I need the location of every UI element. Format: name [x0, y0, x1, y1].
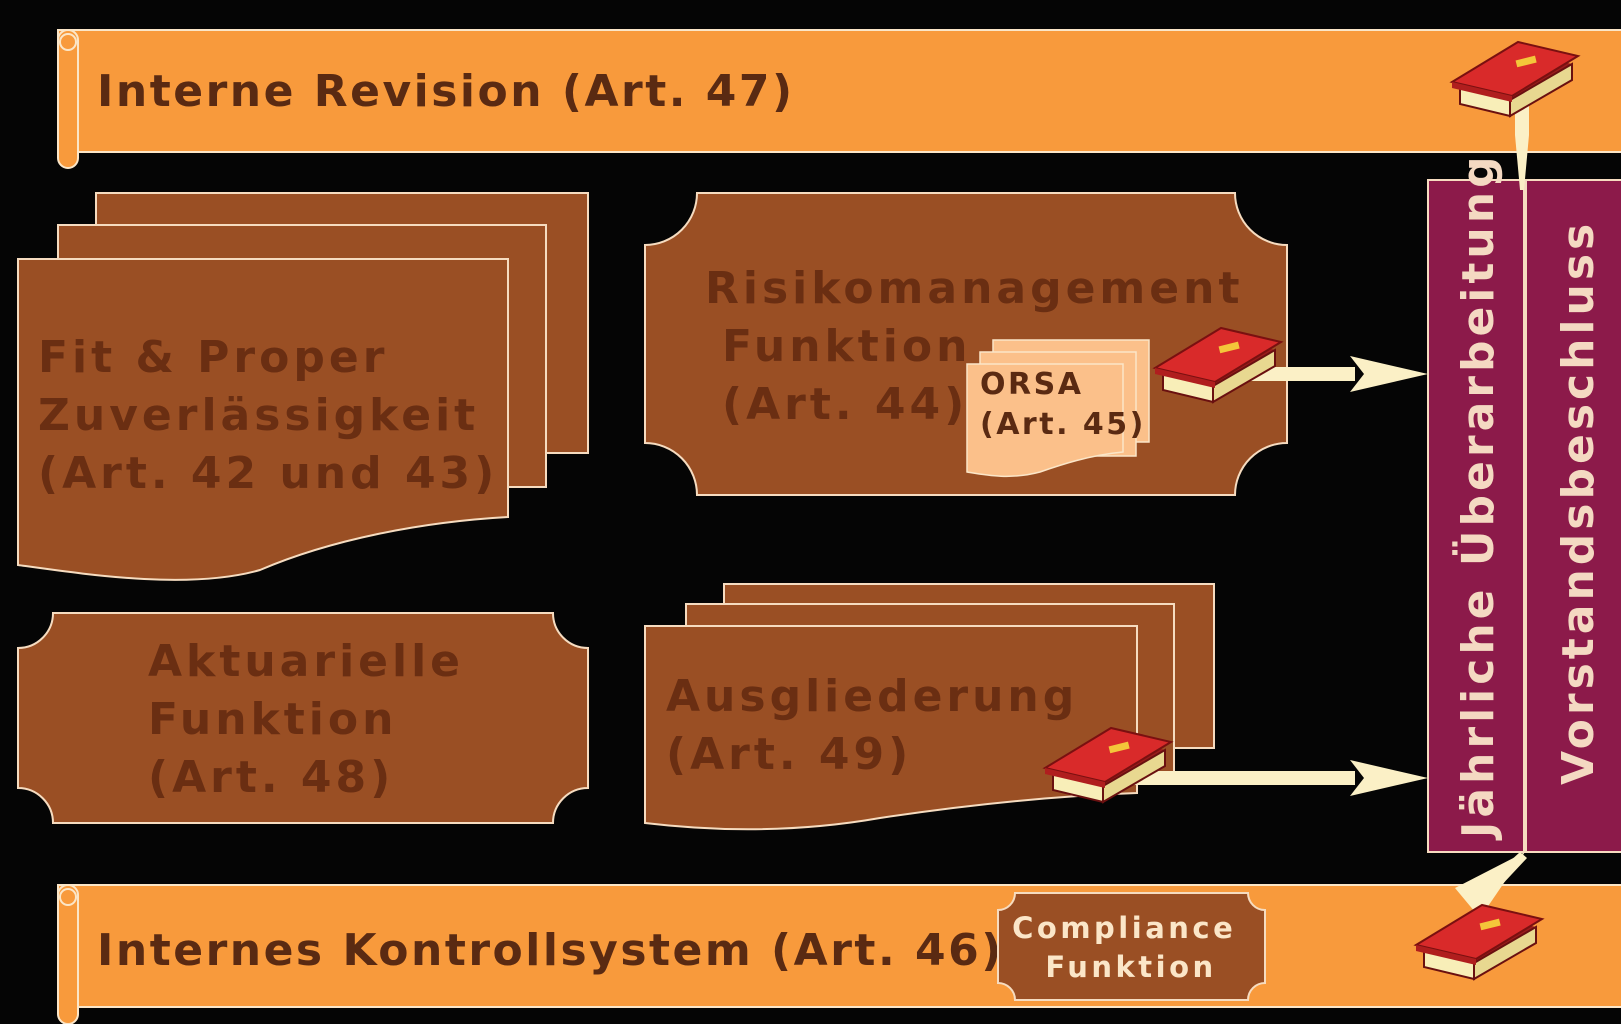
compliance-text: Compliance Funktion — [1012, 911, 1250, 984]
compliance-line-2: Funktion — [1045, 950, 1216, 984]
orsa-text: ORSA (Art. 45) — [980, 367, 1146, 442]
ausgliederung-line-2: (Art. 49) — [666, 729, 912, 780]
ics-banner: Internes Kontrollsystem (Art. 46) — [57, 884, 1621, 1024]
fit-proper-text: Fit & Proper Zuverlässigkeit (Art. 42 un… — [38, 332, 499, 499]
revision-to-columns-arrow — [1515, 92, 1529, 190]
orsa-line-1: ORSA — [980, 367, 1083, 402]
risk-to-review-arrow — [1245, 356, 1428, 392]
fit-proper-document — [17, 258, 509, 581]
fit-proper-line-1: Fit & Proper — [38, 332, 388, 383]
risikomanagement-line-2: Funktion — [722, 321, 971, 372]
orsa-line-2: (Art. 45) — [980, 407, 1146, 442]
board-decision-label: Vorstandsbeschluss — [1553, 220, 1604, 785]
compliance-plaque: Compliance Funktion — [997, 892, 1266, 1001]
aktuarielle-text: Aktuarielle Funktion (Art. 48) — [148, 636, 483, 803]
aktuarielle-plaque: Aktuarielle Funktion (Art. 48) — [17, 612, 589, 824]
aktuarielle-line-3: (Art. 48) — [148, 752, 394, 803]
risikomanagement-text: Risikomanagement Funktion (Art. 44) — [705, 263, 1263, 430]
fit-proper-stack: Fit & Proper Zuverlässigkeit (Art. 42 un… — [17, 192, 589, 581]
ausgliederung-line-1: Ausgliederung — [666, 671, 1078, 722]
ics-label: Internes Kontrollsystem (Art. 46) — [97, 925, 1004, 976]
board-decision-column: Vorstandsbeschluss — [1525, 179, 1621, 853]
orsa-stack: ORSA (Art. 45) — [966, 339, 1150, 478]
compliance-line-1: Compliance — [1012, 911, 1236, 945]
ausgliederung-stack: Ausgliederung (Art. 49) — [644, 583, 1215, 831]
annual-review-label: Jährliche Überarbeitung — [1451, 152, 1504, 841]
ausgliederung-text: Ausgliederung (Art. 49) — [666, 671, 1098, 780]
interne-revision-banner: Interne Revision (Art. 47) — [57, 29, 1621, 169]
risikomanagement-plaque: Risikomanagement Funktion (Art. 44) — [644, 192, 1288, 496]
interne-revision-label: Interne Revision (Art. 47) — [97, 66, 795, 117]
fit-proper-line-2: Zuverlässigkeit — [38, 390, 479, 441]
fit-proper-line-3: (Art. 42 und 43) — [38, 448, 498, 499]
annual-review-column: Jährliche Überarbeitung — [1427, 152, 1525, 853]
orsa-document — [966, 363, 1124, 478]
ics-to-columns-arrow — [1455, 852, 1527, 918]
aktuarielle-line-2: Funktion — [148, 694, 397, 745]
risikomanagement-line-1: Risikomanagement — [705, 263, 1243, 314]
outsourcing-to-review-arrow — [1120, 760, 1428, 796]
risikomanagement-line-3: (Art. 44) — [722, 379, 968, 430]
aktuarielle-line-1: Aktuarielle — [148, 636, 464, 687]
